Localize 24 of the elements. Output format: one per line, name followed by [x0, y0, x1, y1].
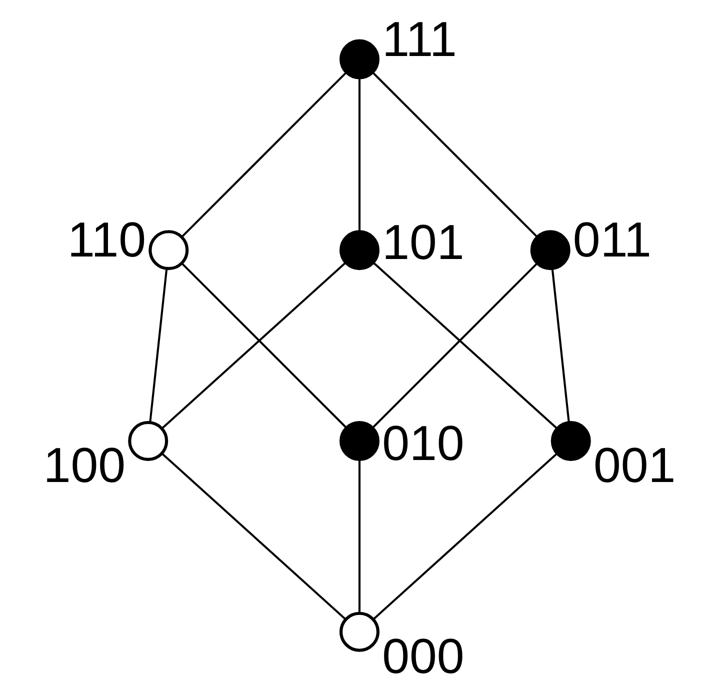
connector	[149, 268, 168, 423]
vertex-label: 111	[382, 12, 457, 68]
vertex-label: 001	[593, 438, 676, 494]
node-circle	[550, 420, 591, 461]
connector	[358, 78, 361, 232]
node-circle	[339, 230, 380, 270]
connector	[358, 459, 361, 614]
vertex-label: 100	[43, 438, 126, 494]
node-circle	[339, 420, 380, 461]
connector	[372, 452, 558, 620]
vertex-label: 000	[382, 628, 464, 684]
connector	[161, 452, 346, 620]
vertex-label: 101	[382, 215, 464, 270]
node-circle	[148, 230, 189, 270]
vertex-label: 011	[572, 212, 652, 268]
node-circle	[339, 612, 380, 652]
connector	[372, 72, 538, 238]
connector	[180, 72, 348, 238]
vertex-label: 110	[68, 212, 146, 268]
connector	[551, 268, 570, 423]
node-circle	[530, 230, 570, 270]
vertex-label: 010	[382, 416, 464, 471]
node-circle	[339, 39, 380, 80]
node-circle	[128, 420, 168, 461]
